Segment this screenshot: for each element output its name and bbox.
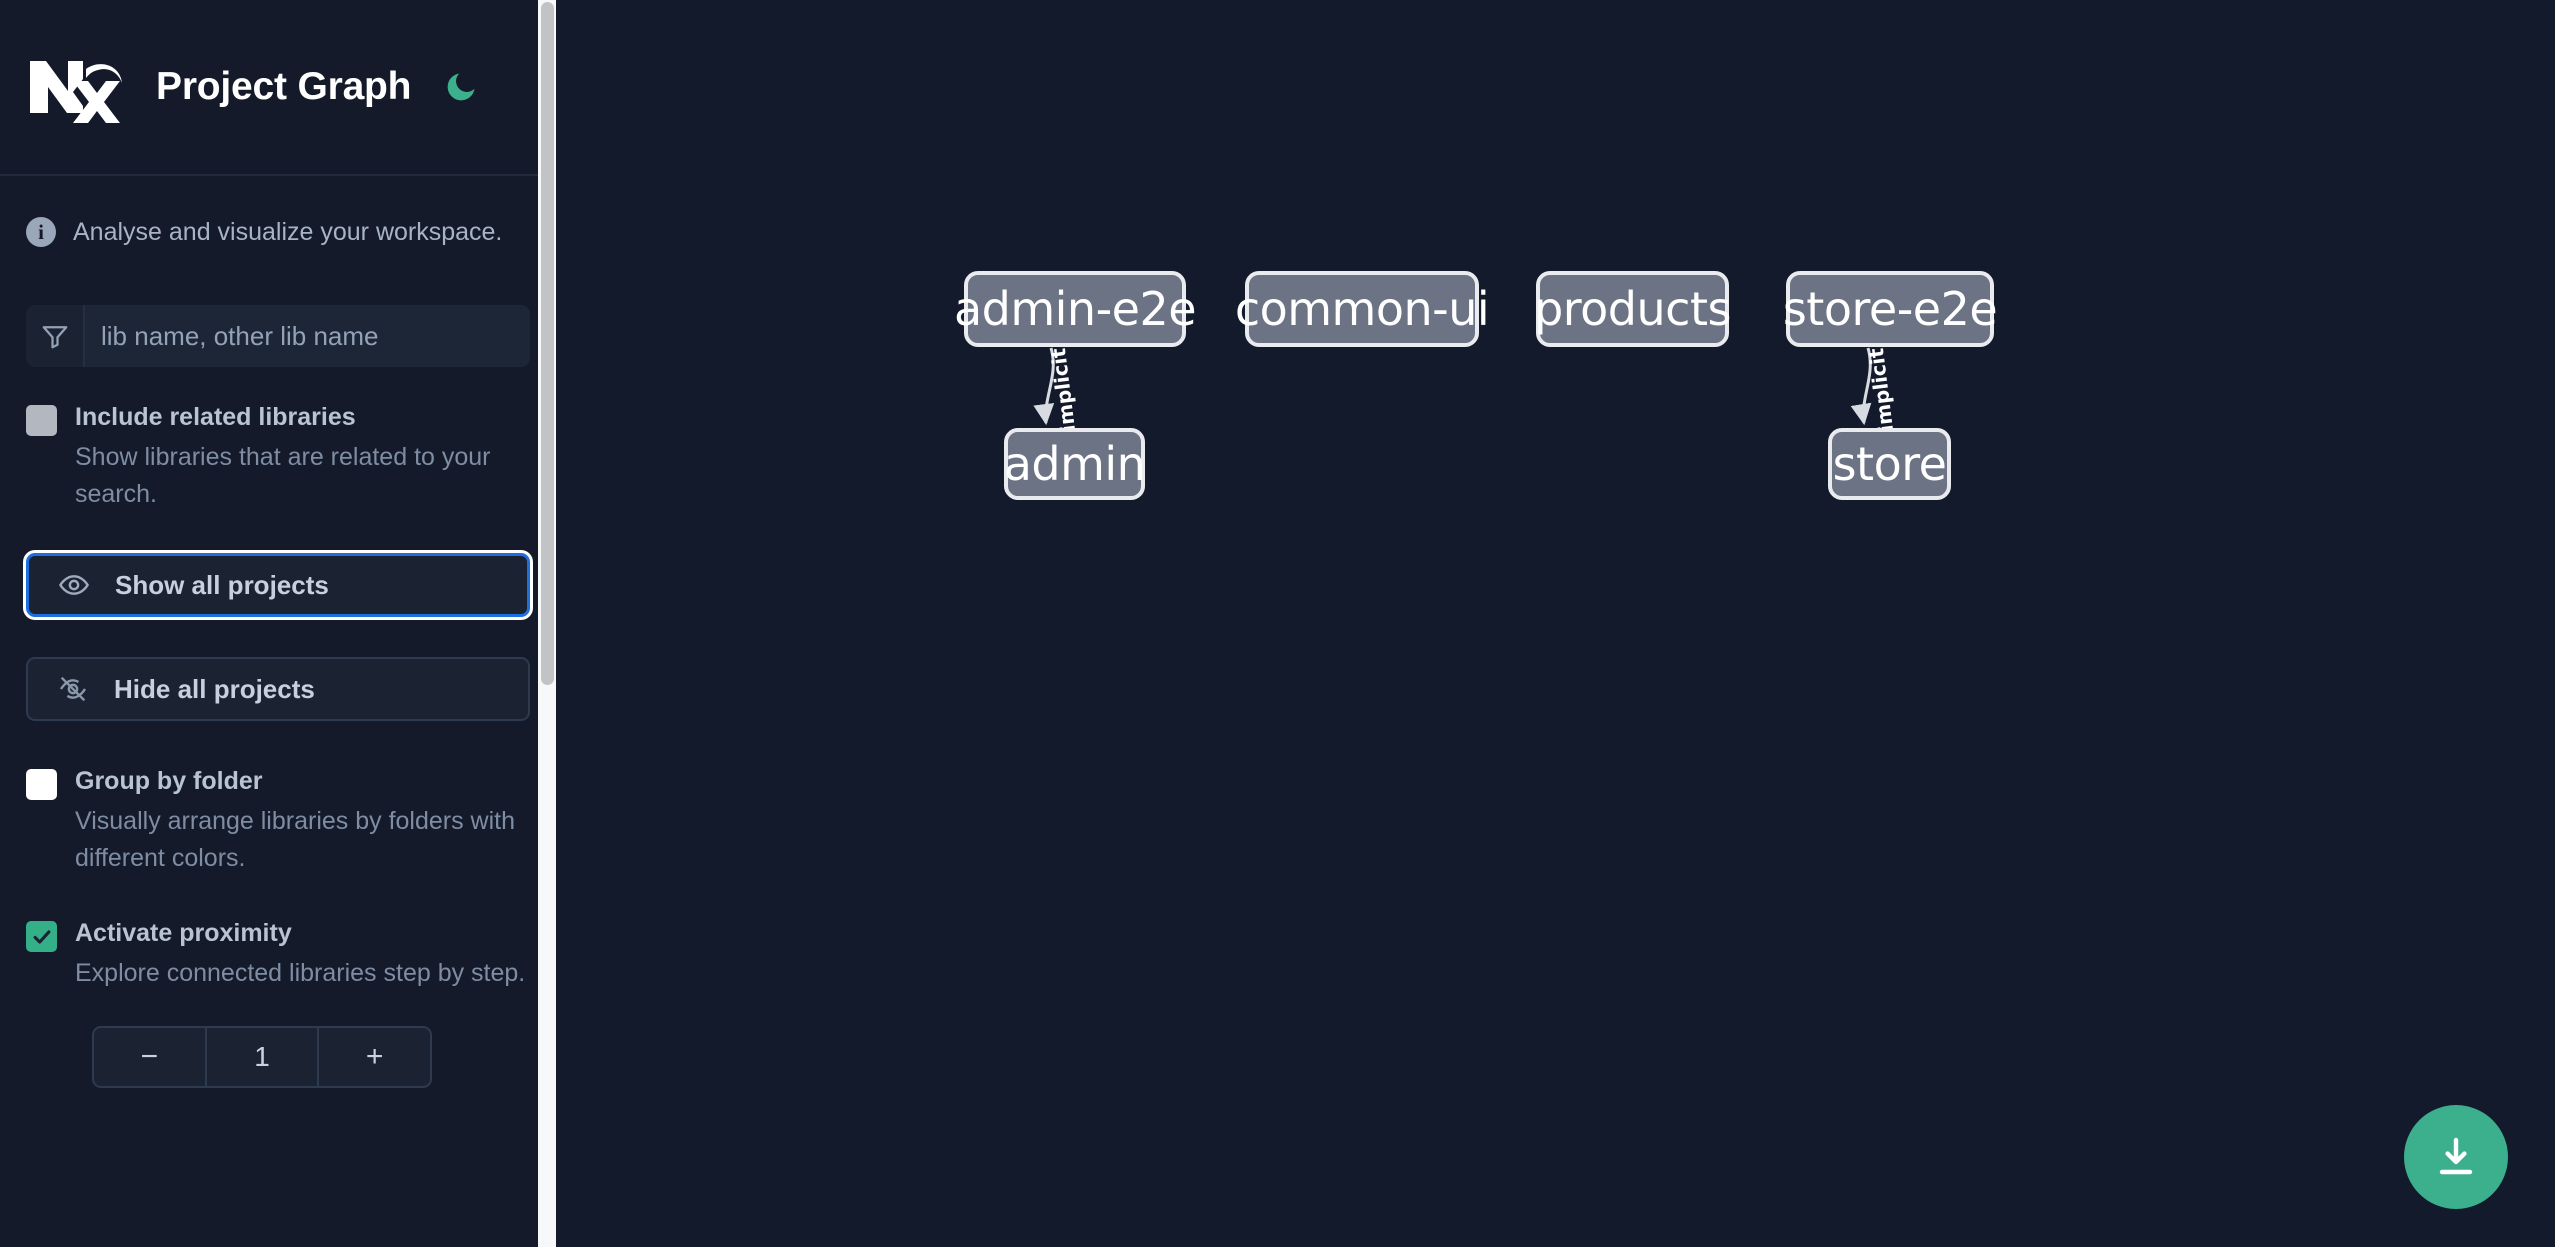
moon-icon[interactable]: [439, 65, 483, 109]
eye-icon: [55, 566, 93, 604]
download-button[interactable]: [2404, 1105, 2508, 1209]
include-related-libraries-checkbox[interactable]: [26, 405, 57, 436]
nx-logo-icon: [26, 51, 122, 123]
option-description: Show libraries that are related to your …: [75, 443, 491, 508]
option-label: Include related libraries: [75, 403, 356, 431]
sidebar-header: Project Graph: [0, 0, 556, 176]
graph-node-admin[interactable]: admin: [1004, 428, 1146, 500]
edge-label-store: implicit: [1863, 346, 1899, 434]
option-activate-proximity: Activate proximity Explore connected lib…: [26, 915, 530, 992]
check-icon: [33, 929, 50, 944]
hide-all-projects-button[interactable]: Hide all projects: [26, 657, 530, 721]
tagline-text: Analyse and visualize your workspace.: [73, 217, 503, 246]
hide-all-projects-label: Hide all projects: [114, 673, 315, 704]
tagline: i Analyse and visualize your workspace.: [26, 212, 530, 252]
graph-node-store[interactable]: store: [1828, 428, 1951, 500]
graph-edges: [1033, 347, 1872, 426]
group-by-folder-checkbox[interactable]: [26, 769, 57, 800]
option-include-related-libraries: Include related libraries Show libraries…: [26, 399, 530, 513]
sidebar-scrollbar[interactable]: [538, 0, 556, 1247]
page-title: Project Graph: [156, 65, 412, 108]
option-description: Visually arrange libraries by folders wi…: [75, 807, 516, 872]
activate-proximity-checkbox[interactable]: [26, 921, 57, 952]
show-all-projects-button[interactable]: Show all projects: [26, 553, 530, 617]
sidebar-body: i Analyse and visualize your workspace. …: [0, 212, 556, 1088]
show-all-projects-label: Show all projects: [115, 569, 329, 600]
filter-row: [26, 305, 530, 367]
sidebar-scrollbar-thumb[interactable]: [541, 2, 554, 685]
stepper-value: 1: [204, 1028, 318, 1086]
graph-node-common-ui[interactable]: common-ui: [1235, 271, 1490, 347]
graph-node-admin-e2e[interactable]: admin-e2e: [954, 271, 1197, 347]
graph-node-store-e2e[interactable]: store-e2e: [1783, 271, 1998, 347]
stepper-increment-button[interactable]: +: [317, 1028, 430, 1086]
graph-node-products[interactable]: products: [1534, 271, 1731, 347]
funnel-icon: [26, 305, 85, 367]
eye-off-icon: [54, 670, 92, 708]
info-icon: i: [26, 217, 56, 247]
option-label: Group by folder: [75, 767, 263, 795]
proximity-stepper: − 1 +: [92, 1026, 432, 1088]
option-group-by-folder: Group by folder Visually arrange librari…: [26, 763, 530, 877]
option-description: Explore connected libraries step by step…: [75, 959, 526, 987]
search-input[interactable]: [85, 305, 530, 367]
edge-label-admin: implicit: [1045, 346, 1081, 434]
option-label: Activate proximity: [75, 919, 292, 947]
stepper-decrement-button[interactable]: −: [140, 1040, 159, 1073]
download-icon: [2439, 1137, 2473, 1175]
sidebar: Project Graph i Analyse and visualize yo…: [0, 0, 556, 1247]
graph-canvas[interactable]: implicit implicit admin-e2e common-ui pr…: [556, 0, 2555, 1247]
